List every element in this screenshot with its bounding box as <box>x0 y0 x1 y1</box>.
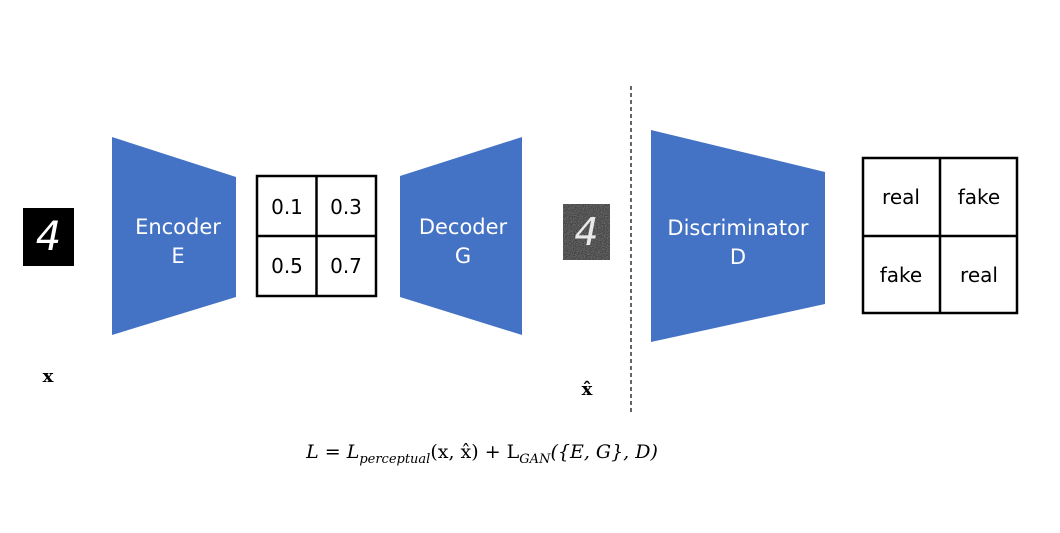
output-cell: fake <box>958 185 1000 209</box>
input-digit: 4 <box>36 214 61 260</box>
loss-args-perceptual: (x, x̂) + L <box>430 441 519 463</box>
loss-sub-gan: GAN <box>519 452 551 467</box>
output-cell: real <box>882 185 920 209</box>
input-label-x: x <box>43 366 54 387</box>
output-grid: real fake fake real <box>861 156 1019 315</box>
loss-lhs: L = L <box>305 441 359 463</box>
decoder-letter: G <box>455 244 471 268</box>
input-image-bg <box>23 208 74 266</box>
latent-grid: 0.1 0.3 0.5 0.7 <box>255 174 378 298</box>
loss-sub-perceptual: perceptual <box>359 452 430 467</box>
discriminator-label: Discriminator <box>667 216 809 240</box>
decoder-shape <box>400 137 522 335</box>
latent-cell: 0.5 <box>271 254 303 278</box>
encoder-label: Encoder <box>135 215 221 239</box>
reconstructed-image-bg <box>563 204 610 260</box>
encoder-letter: E <box>171 244 184 268</box>
reconstructed-digit: 4 <box>574 210 598 254</box>
input-image: 4 <box>23 208 74 266</box>
loss-args-gan: ({E, G}, D) <box>550 441 657 463</box>
loss-formula: L = Lperceptual(x, x̂) + LGAN({E, G}, D) <box>305 441 658 467</box>
latent-cell: 0.1 <box>271 195 303 219</box>
encoder-block: Encoder E <box>112 137 236 335</box>
decoder-block: Decoder G <box>400 137 522 335</box>
decoder-label: Decoder <box>419 215 508 239</box>
discriminator-letter: D <box>730 245 746 269</box>
reconstructed-image: 4 <box>563 204 610 260</box>
latent-cell: 0.3 <box>330 195 362 219</box>
discriminator-block: Discriminator D <box>651 130 825 342</box>
output-cell: fake <box>880 263 922 287</box>
discriminator-shape <box>651 130 825 342</box>
latent-cell: 0.7 <box>330 254 362 278</box>
output-cell: real <box>960 263 998 287</box>
reconstructed-label-xhat: x̂ <box>582 379 593 400</box>
encoder-shape <box>112 137 236 335</box>
